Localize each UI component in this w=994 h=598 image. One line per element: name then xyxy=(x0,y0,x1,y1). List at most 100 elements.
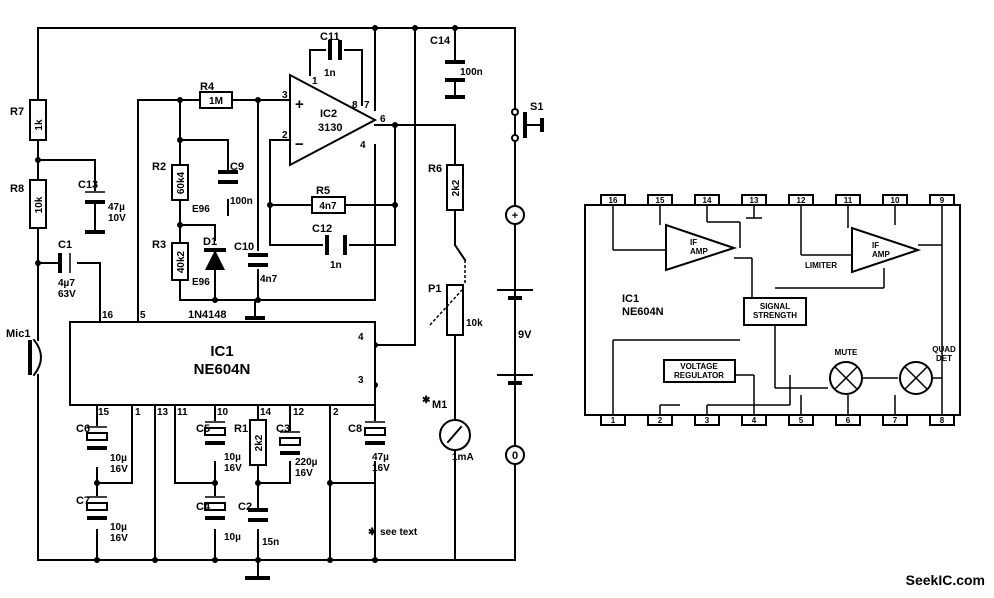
svg-text:9: 9 xyxy=(940,196,945,205)
ic2-pin-3: 3 xyxy=(282,90,288,101)
svg-text:5: 5 xyxy=(799,416,804,425)
svg-text:C2: C2 xyxy=(238,501,252,513)
ic1-pin-1: 1 xyxy=(135,407,141,418)
limiter-label: LIMITER xyxy=(805,261,837,270)
ic2-pin-4: 4 xyxy=(360,140,366,151)
microphone xyxy=(28,299,42,396)
svg-text:C6: C6 xyxy=(76,423,90,435)
svg-text:3: 3 xyxy=(705,416,710,425)
svg-text:✱: ✱ xyxy=(422,395,431,406)
svg-text:C3: C3 xyxy=(276,423,290,435)
svg-text:C11: C11 xyxy=(320,31,340,43)
battery-voltage: 9V xyxy=(518,329,532,341)
svg-text:2k2: 2k2 xyxy=(254,434,265,451)
svg-text:S1: S1 xyxy=(530,101,543,113)
ic1-part: NE604N xyxy=(194,361,251,378)
svg-text:100n: 100n xyxy=(230,196,253,207)
capacitors xyxy=(58,40,465,522)
svg-text:10k: 10k xyxy=(466,318,483,329)
block-part: NE604N xyxy=(622,306,664,318)
ic1-pin-13: 13 xyxy=(157,407,169,418)
battery: + 0 9V xyxy=(497,205,533,465)
block-title: IC1 xyxy=(622,293,639,305)
ic1-ref: IC1 xyxy=(210,343,233,360)
svg-text:R7: R7 xyxy=(10,106,24,118)
ic1-pin-11: 11 xyxy=(177,407,188,418)
svg-text:1M: 1M xyxy=(209,96,223,107)
svg-text:60k4: 60k4 xyxy=(176,171,187,194)
svg-text:C13: C13 xyxy=(78,179,98,191)
svg-text:10µ: 10µ xyxy=(224,532,241,543)
ic1-pin-15: 15 xyxy=(98,407,110,418)
mute-label: MUTE xyxy=(835,348,858,357)
svg-text:7: 7 xyxy=(893,416,898,425)
svg-text:C14: C14 xyxy=(430,35,451,47)
svg-text:1n: 1n xyxy=(330,260,342,271)
svg-text:P1: P1 xyxy=(428,283,441,295)
svg-text:13: 13 xyxy=(750,196,759,205)
svg-text:R4: R4 xyxy=(200,81,215,93)
svg-text:R5: R5 xyxy=(316,185,330,197)
svg-text:✱: ✱ xyxy=(368,527,377,538)
svg-text:1: 1 xyxy=(611,416,616,425)
svg-text:15n: 15n xyxy=(262,537,279,548)
svg-text:15: 15 xyxy=(656,196,665,205)
ic2-pin-7: 7 xyxy=(364,100,370,111)
ne604-block-diagram: 16 15 14 13 12 11 10 9 1 2 3 4 5 6 7 8 xyxy=(584,194,961,426)
svg-text:6: 6 xyxy=(846,416,851,425)
ic1-pin-16: 16 xyxy=(102,310,114,321)
ic1-pin-14: 14 xyxy=(260,407,272,418)
bottom-pins: 1 2 3 4 5 6 7 8 xyxy=(600,414,955,426)
ic2-plus: + xyxy=(295,96,304,113)
svg-text:C8: C8 xyxy=(348,423,362,435)
svg-text:see text: see text xyxy=(380,527,418,538)
diode-d1 xyxy=(204,248,226,270)
ic2-pin-8: 8 xyxy=(352,100,358,111)
battery-zero: 0 xyxy=(512,450,518,462)
svg-text:1mA: 1mA xyxy=(452,452,474,463)
ic2-opamp: IC2 3130 + − 1 8 7 3 2 6 4 xyxy=(282,73,386,167)
ic1-pin-4: 4 xyxy=(358,332,364,343)
ic2-minus: − xyxy=(295,136,304,153)
svg-text:8: 8 xyxy=(940,416,945,425)
svg-text:E96: E96 xyxy=(192,204,210,215)
svg-text:C5: C5 xyxy=(196,423,210,435)
ic2-pin-2: 2 xyxy=(282,130,288,141)
svg-text:C1: C1 xyxy=(58,239,72,251)
svg-text:11: 11 xyxy=(844,196,853,205)
svg-text:1N4148: 1N4148 xyxy=(188,309,227,321)
svg-text:C7: C7 xyxy=(76,495,90,507)
svg-text:1n: 1n xyxy=(324,68,336,79)
watermark: SeekIC.com xyxy=(906,572,985,588)
junctions xyxy=(35,25,458,563)
svg-text:2k2: 2k2 xyxy=(451,179,462,196)
svg-text:C9: C9 xyxy=(230,161,244,173)
ic1-chip: IC1 NE604N 16 5 4 3 15 1 13 11 10 14 12 … xyxy=(69,310,376,418)
meter-m1 xyxy=(439,419,471,451)
ic2-pin-1: 1 xyxy=(312,76,318,87)
svg-text:C12: C12 xyxy=(312,223,332,235)
ic2-ref: IC2 xyxy=(320,108,337,120)
svg-text:1k: 1k xyxy=(34,119,45,131)
ic1-pin-3: 3 xyxy=(358,375,364,386)
svg-text:R2: R2 xyxy=(152,161,166,173)
ic1-pin-5: 5 xyxy=(140,310,146,321)
svg-text:C10: C10 xyxy=(234,241,254,253)
ic2-part: 3130 xyxy=(318,122,342,134)
svg-text:C4: C4 xyxy=(196,501,211,513)
ground-symbols xyxy=(245,95,465,580)
svg-text:R8: R8 xyxy=(10,183,24,195)
svg-text:4n7: 4n7 xyxy=(319,201,337,212)
svg-text:2: 2 xyxy=(658,416,663,425)
